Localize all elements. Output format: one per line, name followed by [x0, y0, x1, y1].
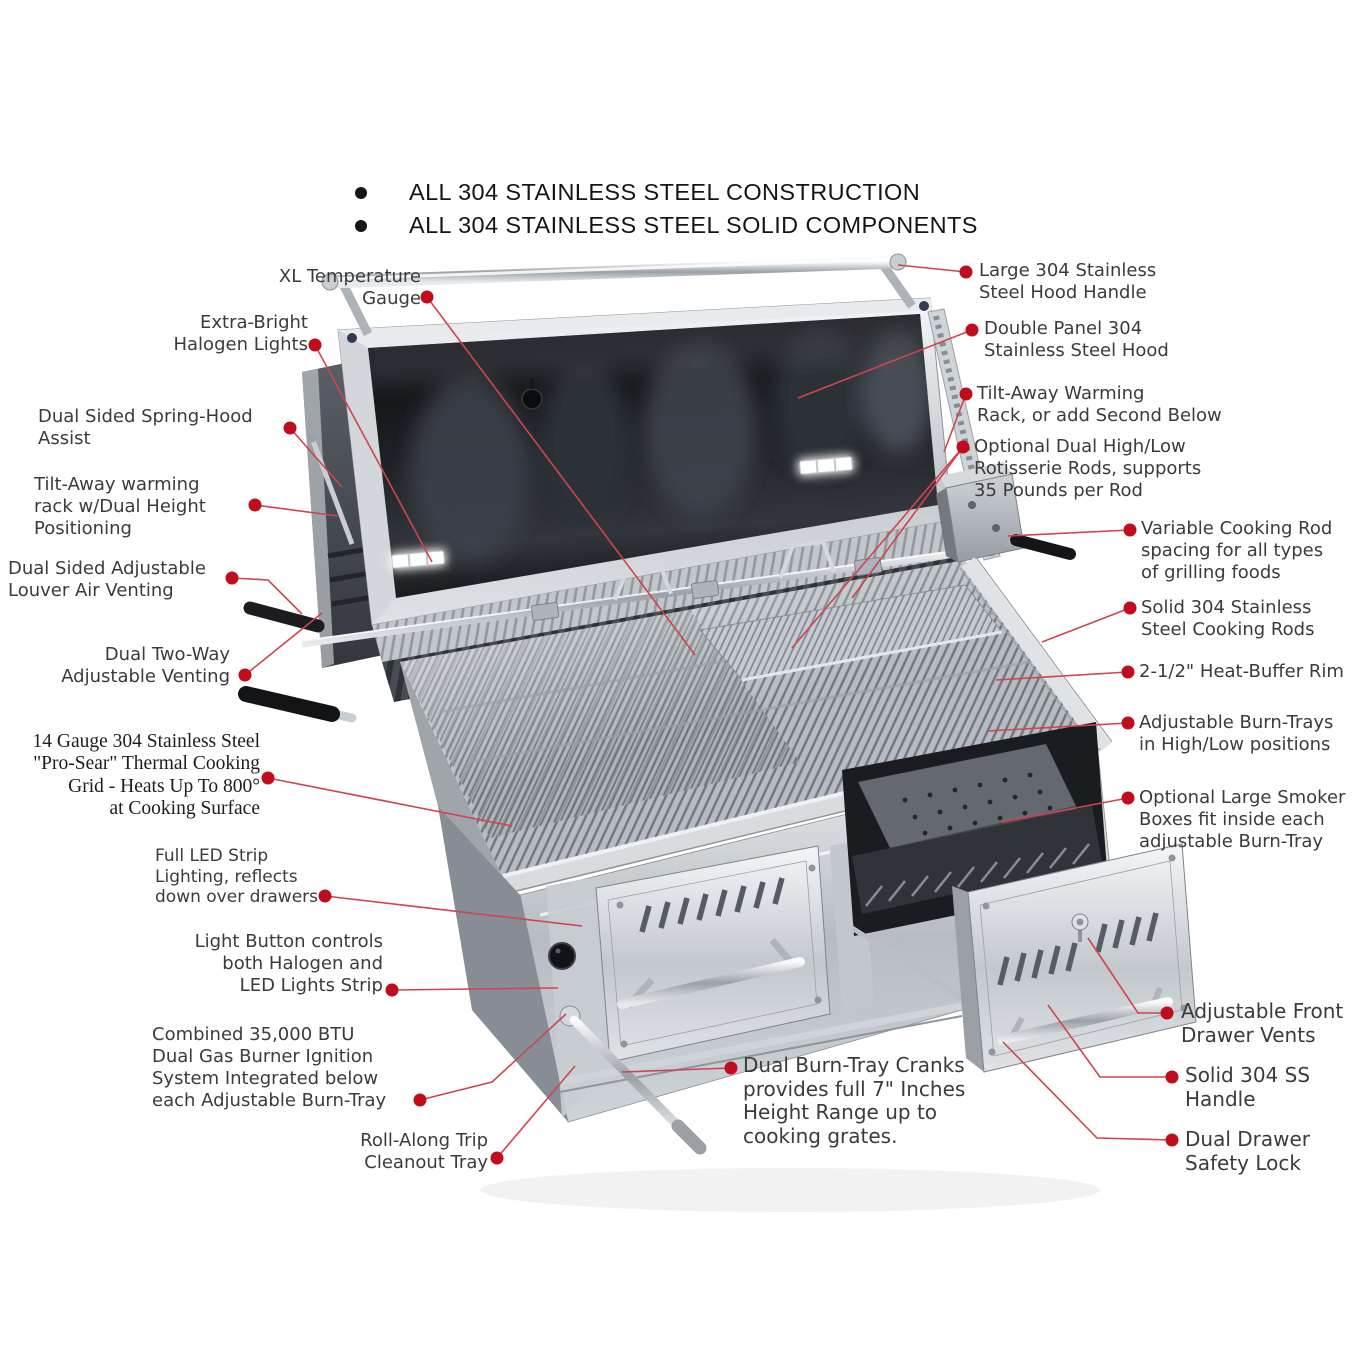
callout-two-way-venting: Dual Two-Way Adjustable Venting [61, 644, 230, 687]
leader-variable-rod-spacing [1007, 529, 1131, 537]
leader-smoker-boxes [1001, 797, 1129, 823]
leader-front-drawer-vents [1087, 937, 1167, 1014]
leader-rotisserie-rods-b [791, 446, 964, 649]
leader-rotisserie-rods-a [851, 446, 964, 599]
callout-halogen-lights: Extra-Bright Halogen Lights [173, 312, 308, 355]
callout-tilt-away-warming-rack-left: Tilt-Away warming rack w/Dual Height Pos… [34, 474, 206, 539]
callout-xl-temperature-gauge: XL Temperature Gauge [278, 266, 421, 309]
callout-spring-hood-assist: Dual Sided Spring-Hood Assist [38, 406, 253, 449]
leader-ss-handle [1047, 1004, 1172, 1078]
header-bullet-row: ALL 304 STAINLESS STEEL CONSTRUCTION [355, 176, 978, 209]
leader-tilt-away-warming-rack-right [943, 393, 967, 453]
rotisserie-rod [301, 542, 1013, 648]
callout-heat-buffer-rim: 2-1/2" Heat-Buffer Rim [1139, 661, 1344, 682]
drawer-safety-lock [1071, 913, 1089, 942]
callout-burn-trays: Adjustable Burn-Trays in High/Low positi… [1139, 712, 1334, 755]
callout-leader-lines [231, 264, 1173, 1159]
header-bullet-row: ALL 304 STAINLESS STEEL SOLID COMPONENTS [355, 209, 978, 242]
callout-burn-tray-cranks: Dual Burn-Tray Cranks provides full 7" I… [743, 1053, 966, 1148]
callout-led-strip: Full LED Strip Lighting, reflects down o… [155, 846, 318, 908]
callout-double-panel-hood: Double Panel 304 Stainless Steel Hood [984, 318, 1169, 361]
open-drawer-front [952, 843, 1197, 1073]
header-bullet-text: ALL 304 STAINLESS STEEL SOLID COMPONENTS [409, 212, 978, 238]
leader-pro-sear-grid [267, 777, 513, 827]
front-drawer-vents [997, 912, 1159, 986]
left-drawer-vents [639, 877, 785, 933]
rotisserie [238, 462, 1076, 723]
leader-two-way-venting [244, 612, 323, 676]
open-drawer-handle [997, 997, 1173, 1045]
callout-variable-rod-spacing: Variable Cooking Rod spacing for all typ… [1141, 518, 1333, 583]
callout-hood-handle: Large 304 Stainless Steel Hood Handle [979, 260, 1157, 303]
leader-tilt-away-warming-rack-left [254, 504, 339, 517]
callout-pro-sear-grid: 14 Gauge 304 Stainless Steel "Pro-Sear" … [32, 731, 260, 820]
bullet-icon [355, 186, 367, 199]
leader-heat-buffer-rim [995, 671, 1129, 681]
callout-ss-handle: Solid 304 SS Handle [1185, 1063, 1311, 1111]
callout-smoker-boxes: Optional Large Smoker Boxes fit inside e… [1139, 787, 1346, 852]
rotisserie-handle [238, 686, 340, 722]
callout-light-button: Light Button controls both Halogen and L… [194, 931, 383, 996]
burn-tray [852, 806, 1102, 914]
light-button [549, 943, 575, 969]
callout-dots [225, 265, 1179, 1165]
callout-tilt-away-warming-rack-right: Tilt-Away Warming Rack, or add Second Be… [977, 383, 1222, 426]
vent-lever-handle [243, 601, 325, 633]
cooking-grates [400, 560, 1095, 882]
controls [548, 942, 707, 1155]
header-bullet-list: ALL 304 STAINLESS STEEL CONSTRUCTION ALL… [355, 176, 978, 242]
leader-gas-burner-ignition [419, 1013, 567, 1101]
leader-double-panel-hood [797, 329, 973, 399]
callout-gas-burner-ignition: Combined 35,000 BTU Dual Gas Burner Igni… [152, 1024, 387, 1111]
leader-light-button [391, 987, 559, 991]
temperature-gauge [521, 378, 543, 410]
callout-front-drawer-vents: Adjustable Front Drawer Vents [1181, 999, 1344, 1047]
leader-led-strip [324, 895, 583, 927]
halogen-lights [389, 454, 855, 571]
left-corner-post [546, 876, 614, 1118]
leader-cooking-rods [1041, 607, 1131, 643]
leader-cleanout-tray [496, 1065, 576, 1159]
open-drawer-bay [830, 722, 1187, 1012]
hood-handle [321, 253, 916, 337]
leader-hood-handle [897, 264, 967, 273]
callout-rotisserie-rods: Optional Dual High/Low Rotisserie Rods, … [974, 436, 1202, 501]
left-drawer-handle [617, 957, 805, 1009]
leader-louver-air-venting [231, 577, 303, 615]
rotisserie-motor [936, 462, 1076, 563]
bullet-icon [355, 219, 367, 232]
callout-louver-air-venting: Dual Sided Adjustable Louver Air Venting [8, 558, 206, 601]
leader-xl-temperature-gauge [426, 296, 696, 656]
rotisserie-fork [613, 559, 673, 601]
burn-tray-crank [569, 1015, 691, 1139]
leader-spring-hood-assist [289, 427, 343, 488]
leader-burn-tray-cranks [621, 1067, 732, 1073]
rotisserie-fork [778, 539, 836, 579]
callout-cleanout-tray: Roll-Along Trip Cleanout Tray [360, 1130, 488, 1173]
left-drawer [595, 845, 831, 1063]
callout-cooking-rods: Solid 304 Stainless Steel Cooking Rods [1141, 597, 1315, 640]
secondary-rack [699, 584, 1003, 682]
drawer-glide [850, 925, 970, 1005]
header-bullet-text: ALL 304 STAINLESS STEEL CONSTRUCTION [409, 179, 921, 205]
leader-halogen-lights [314, 344, 433, 563]
leader-burn-trays [987, 722, 1129, 732]
leader-safety-lock [1002, 1041, 1173, 1141]
callout-safety-lock: Dual Drawer Safety Lock [1185, 1127, 1311, 1175]
spring-hood-assist-rod [309, 437, 355, 545]
